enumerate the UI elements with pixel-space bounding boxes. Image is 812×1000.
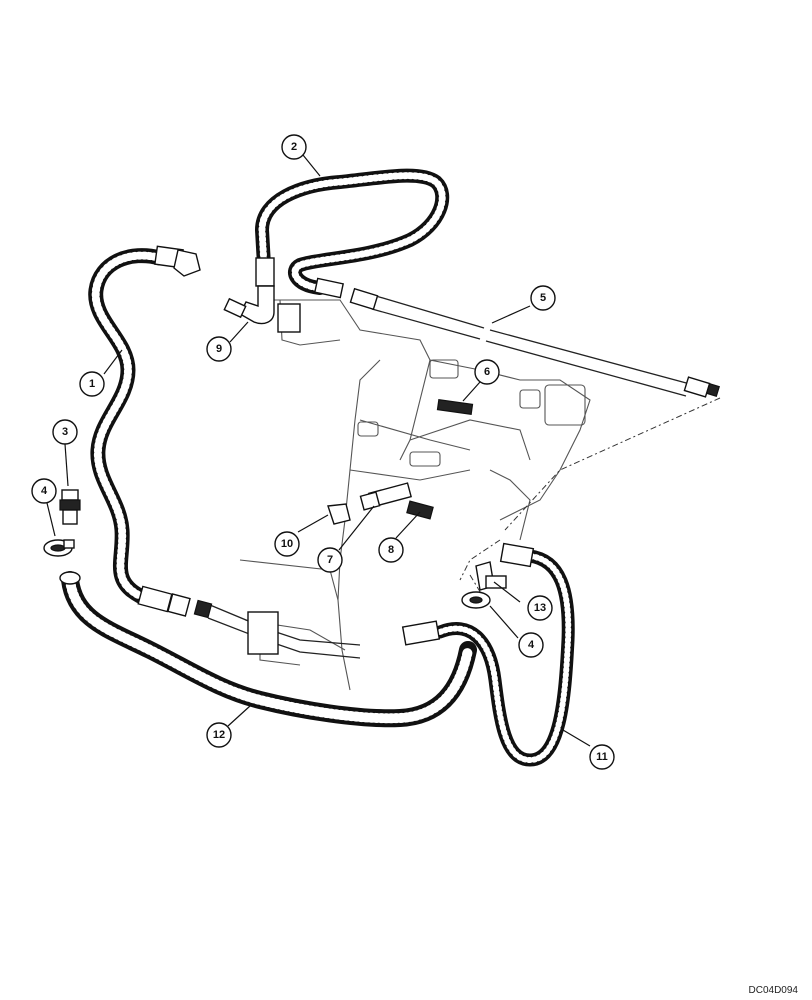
fitting-7 [359, 482, 412, 511]
callout-3-label: 3 [62, 426, 68, 438]
callout-11-label: 11 [596, 751, 608, 763]
leader-lines [46, 154, 591, 747]
callout-8: 8 [378, 537, 404, 563]
drawing-code: DC04D094 [748, 985, 798, 996]
callout-9-label: 9 [216, 343, 222, 355]
steel-tube-5 [349, 287, 720, 398]
callout-4-right: 4 [518, 632, 544, 658]
callout-11: 11 [589, 744, 615, 770]
hose-12 [59, 571, 477, 728]
callout-6: 6 [474, 359, 500, 385]
steel-tube-lower [207, 604, 361, 659]
adapter-13 [475, 561, 507, 591]
callout-3: 3 [52, 419, 78, 445]
elbow-fitting-9 [223, 285, 275, 325]
fitting-6 [436, 399, 474, 415]
callout-8-label: 8 [388, 544, 394, 556]
clamp-4-right [461, 591, 491, 609]
callout-10: 10 [274, 531, 300, 557]
callout-5-label: 5 [540, 292, 546, 304]
callout-6-label: 6 [484, 366, 490, 378]
callout-12: 12 [206, 722, 232, 748]
reference-lines [459, 397, 721, 601]
callout-4-left: 4 [31, 478, 57, 504]
fitting-8 [406, 500, 434, 520]
callout-10-label: 10 [281, 538, 293, 550]
callout-4-right-label: 4 [528, 639, 535, 651]
callout-2-label: 2 [291, 141, 297, 153]
callout-1: 1 [79, 371, 105, 397]
clamp-4-left [43, 539, 75, 557]
callout-2: 2 [281, 134, 307, 160]
callout-7: 7 [317, 547, 343, 573]
callout-12-label: 12 [213, 729, 225, 741]
callout-9: 9 [206, 336, 232, 362]
callout-1-label: 1 [89, 378, 95, 390]
hose-2 [255, 168, 450, 299]
plug-10 [327, 503, 351, 525]
callout-13: 13 [527, 595, 553, 621]
fitting-3 [59, 489, 81, 525]
callout-13-label: 13 [534, 602, 546, 614]
hose-1 [88, 245, 213, 619]
callout-4-left-label: 4 [41, 485, 48, 497]
callout-7-label: 7 [327, 554, 333, 566]
hose-11 [401, 542, 575, 767]
callout-5: 5 [530, 285, 556, 311]
